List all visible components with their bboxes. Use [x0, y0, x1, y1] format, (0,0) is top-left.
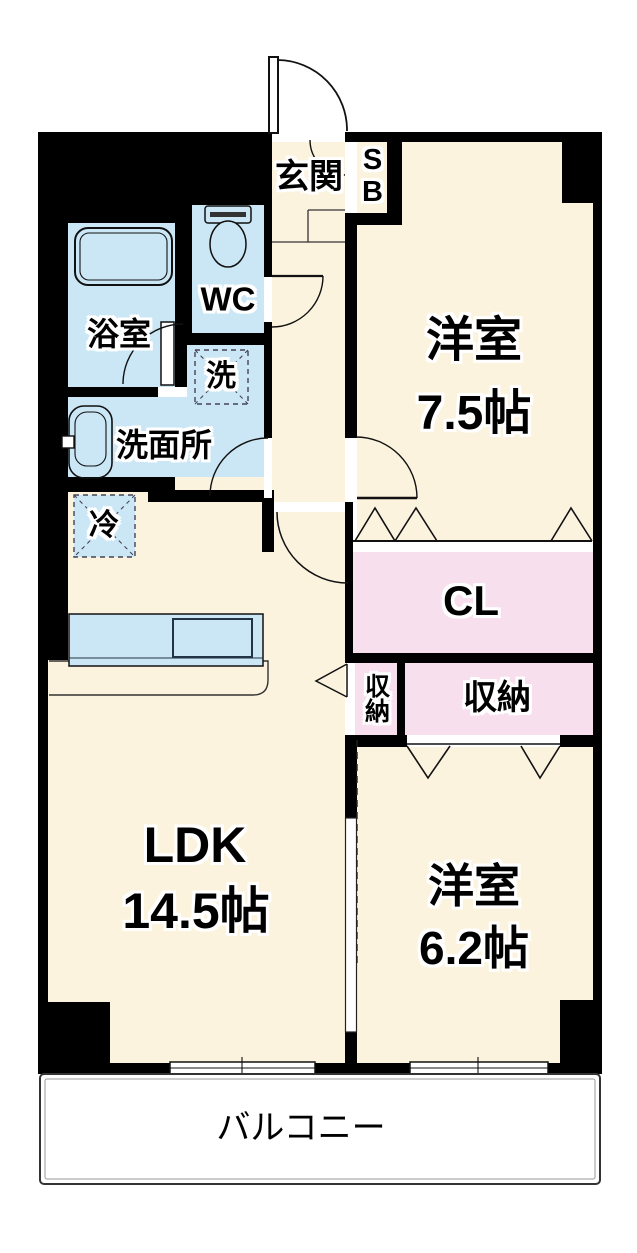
label-western-1: 洋室	[425, 314, 523, 367]
label-refrigerator: 冷	[89, 509, 119, 542]
doorway-wc	[264, 277, 272, 322]
closet-door-track	[353, 542, 593, 552]
storage-side-door	[345, 663, 355, 735]
label-ldk: LDK	[143, 817, 247, 873]
wall	[387, 132, 402, 225]
wall-pillar	[560, 1000, 602, 1074]
wall	[148, 490, 272, 502]
wall	[38, 660, 48, 1002]
wall	[345, 653, 602, 663]
wall	[175, 223, 187, 387]
label-ldk-size: 14.5帖	[122, 883, 270, 939]
wall-partition-stub	[345, 747, 357, 818]
wall	[38, 477, 175, 492]
shoe-box-door	[345, 142, 357, 213]
doorway-ldk	[274, 502, 345, 512]
label-entrance: 玄関	[275, 158, 343, 196]
doorway-bath	[158, 387, 187, 397]
wall	[38, 223, 68, 660]
wall	[345, 502, 353, 663]
wall	[38, 205, 192, 223]
room-storage-side	[355, 663, 397, 735]
label-balcony: バルコニー	[216, 1109, 386, 1147]
label-washer: 洗	[206, 360, 236, 393]
wall	[264, 205, 272, 502]
label-storage-main: 収納	[463, 679, 531, 717]
wall	[262, 490, 274, 552]
wall	[187, 333, 264, 345]
wall	[345, 225, 357, 438]
doorway-washroom	[264, 438, 272, 498]
wall-pillar	[562, 132, 602, 203]
doorway-western-1	[345, 438, 357, 502]
wall	[185, 205, 192, 333]
doorway-entrance	[272, 132, 345, 142]
room-storage-main	[405, 663, 593, 735]
storage-main-door	[407, 735, 560, 744]
wall	[345, 132, 602, 142]
label-western-2: 洋室	[428, 860, 520, 912]
label-wc: WC	[200, 280, 256, 318]
label-bathroom: 浴室	[86, 316, 152, 352]
label-western-2-size: 6.2帖	[419, 922, 529, 974]
room-western-2	[357, 747, 593, 1063]
label-storage-side: 収納	[361, 673, 390, 723]
label-washroom: 洗面所	[115, 427, 213, 463]
label-closet: CL	[443, 577, 499, 624]
room-entrance-corridor	[272, 142, 345, 502]
room-closet-cl	[353, 552, 593, 653]
wall	[345, 735, 407, 747]
wall	[548, 1063, 602, 1074]
wall	[560, 735, 602, 747]
wall	[345, 213, 402, 225]
wall	[397, 663, 405, 735]
room-ldk	[48, 477, 345, 1063]
label-western-1-size: 7.5帖	[416, 387, 532, 440]
wall	[315, 1063, 410, 1074]
wall-pillar	[38, 1002, 110, 1074]
wall	[110, 1063, 170, 1074]
wall	[593, 203, 602, 1003]
wall	[38, 132, 272, 205]
label-shoe-box: SB	[356, 144, 389, 208]
wall	[68, 387, 158, 397]
room-bathroom	[68, 223, 175, 387]
